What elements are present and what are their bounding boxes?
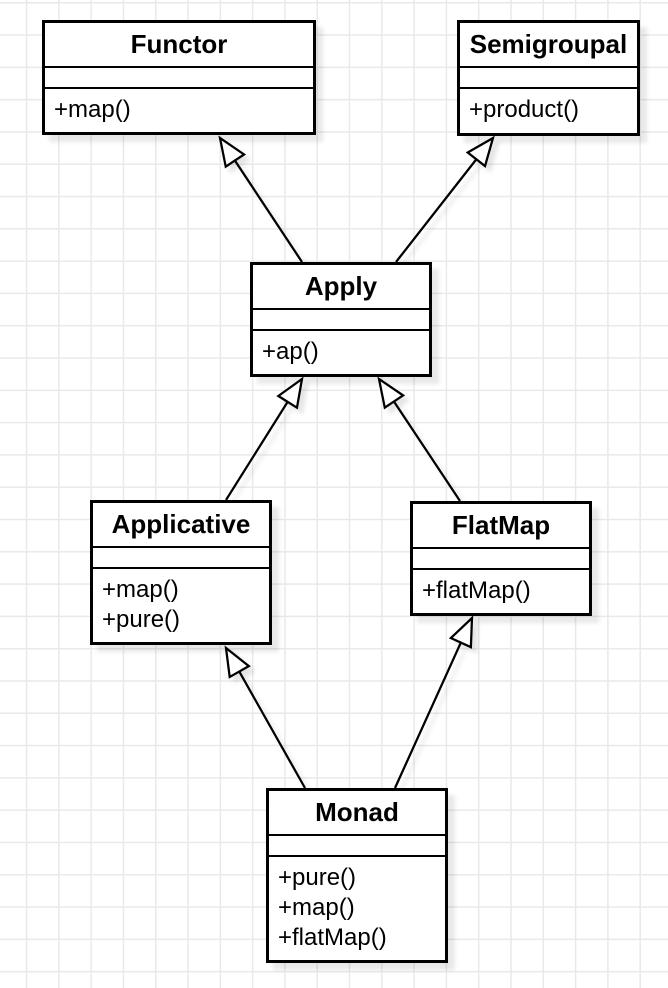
method-label: +map() [54,96,131,123]
edge-apply-to-functor[interactable] [218,135,303,263]
class-methods: +map() [45,89,313,131]
class-methods: +flatMap() [413,570,589,612]
class-box-applicative[interactable]: Applicative +map() +pure() [90,500,272,645]
class-title: Apply [253,265,429,310]
edge-monad-to-applicative[interactable] [224,645,306,789]
class-title: Functor [45,23,313,68]
class-box-semigroupal[interactable]: Semigroupal +product() [457,20,640,136]
class-title: FlatMap [413,504,589,549]
method-label: +pure() [278,864,357,891]
class-methods: +product() [460,89,637,131]
class-attributes-empty [413,549,589,570]
class-title: Semigroupal [460,23,637,68]
method-label: +flatMap() [278,924,387,951]
class-box-monad[interactable]: Monad +pure() +map() +flatMap() [266,788,448,963]
edge-flatmap-to-apply[interactable] [377,376,461,502]
method-label: +product() [469,96,580,123]
class-attributes-empty [93,548,269,569]
class-methods: +map() +pure() [93,569,269,641]
method-label: +map() [102,576,179,603]
method-label: +flatMap() [422,577,531,604]
class-box-functor[interactable]: Functor +map() [42,20,316,135]
class-title: Applicative [93,503,269,548]
class-methods: +ap() [253,331,429,373]
class-attributes-empty [45,68,313,89]
edge-applicative-to-apply[interactable] [225,376,304,501]
class-box-flatmap[interactable]: FlatMap +flatMap() [410,501,592,616]
method-label: +pure() [102,606,181,633]
edge-apply-to-semigroupal[interactable] [395,135,495,263]
class-attributes-empty [269,836,445,857]
method-label: +ap() [262,338,319,365]
class-methods: +pure() +map() +flatMap() [269,857,445,959]
edge-monad-to-flatmap[interactable] [393,615,474,789]
class-attributes-empty [460,68,637,89]
class-box-apply[interactable]: Apply +ap() [250,262,432,377]
class-title: Monad [269,791,445,836]
class-attributes-empty [253,310,429,331]
method-label: +map() [278,894,355,921]
